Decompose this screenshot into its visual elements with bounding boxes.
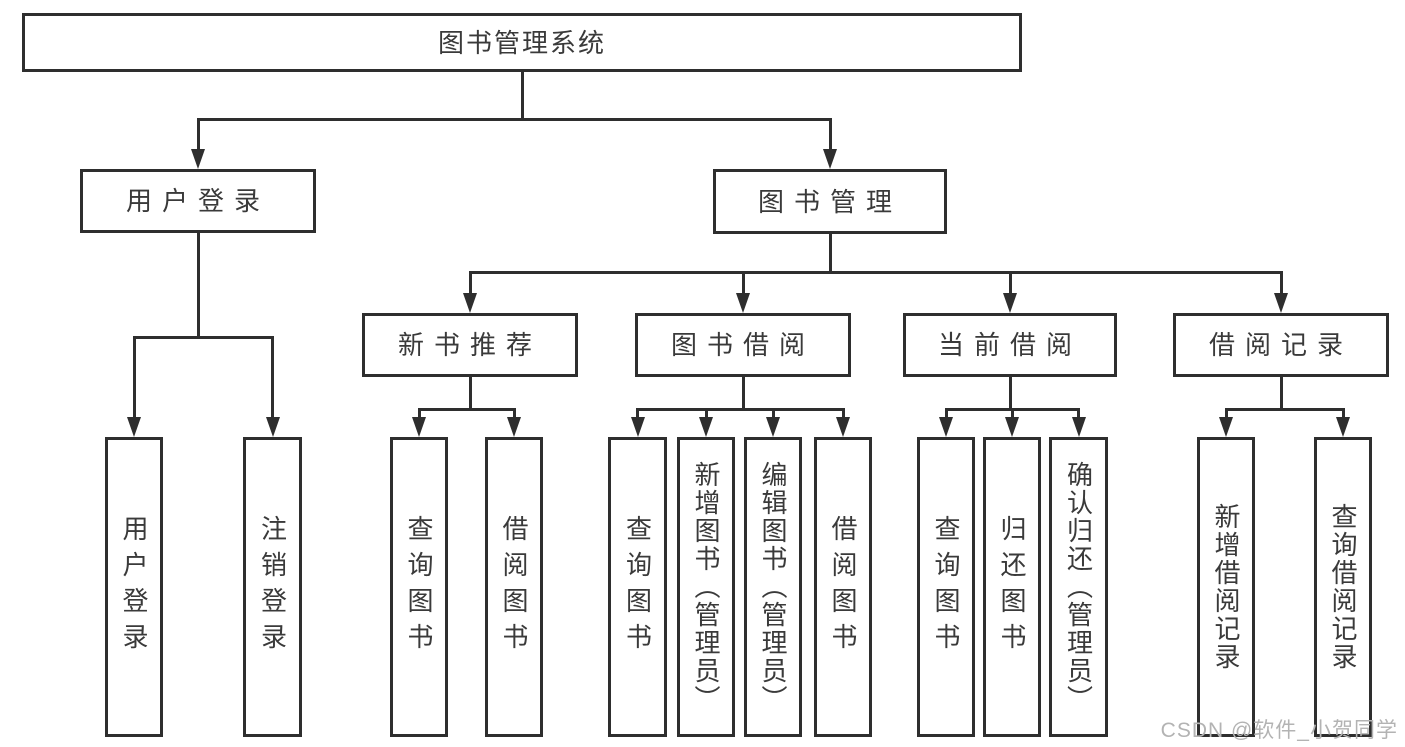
node-label: 查询图书	[622, 515, 653, 659]
connector-line	[741, 377, 745, 411]
node-return-books: 归还图书	[983, 437, 1041, 737]
connector-line	[944, 408, 948, 421]
connector-line	[636, 408, 639, 421]
connector-line	[468, 377, 472, 411]
arrow-down-icon	[823, 149, 837, 169]
node-borrow-books-1: 借阅图书	[485, 437, 543, 737]
arrow-down-icon	[736, 293, 750, 313]
node-label: 用户登录	[119, 515, 149, 659]
node-new-book-rec: 新书推荐	[362, 313, 578, 377]
arrow-down-icon	[1071, 417, 1086, 437]
node-root: 图书管理系统	[22, 13, 1022, 72]
node-label: 借阅图书	[499, 515, 529, 659]
node-edit-books-admin: 编辑图书（管理员）	[744, 437, 802, 737]
connector-line	[1008, 271, 1012, 297]
arrow-down-icon	[1003, 293, 1017, 313]
node-label: 图书借阅	[670, 330, 815, 360]
node-label: 查询图书	[404, 515, 434, 659]
connector-line	[1279, 271, 1283, 297]
arrow-down-icon	[699, 417, 713, 437]
node-label: 查询图书	[931, 515, 961, 659]
node-query-books-2: 查询图书	[608, 437, 667, 737]
connector-line	[196, 118, 832, 121]
arrow-down-icon	[507, 417, 521, 437]
node-label: 新书推荐	[397, 330, 542, 360]
connector-line	[417, 408, 516, 411]
node-label: 注销登录	[257, 515, 288, 659]
connector-line	[271, 336, 274, 421]
connector-line	[468, 271, 1283, 274]
node-book-mgmt: 图书管理	[713, 169, 947, 234]
connector-line	[520, 72, 524, 121]
connector-line	[636, 408, 845, 411]
node-current-borrow: 当前借阅	[903, 313, 1117, 377]
node-query-borrow-record: 查询借阅记录	[1314, 437, 1372, 737]
connector-line	[841, 408, 845, 421]
connector-line	[1341, 408, 1345, 421]
arrow-down-icon	[127, 417, 141, 437]
connector-line	[1279, 377, 1283, 411]
node-label: 用户登录	[125, 186, 270, 216]
node-label: 图书管理	[757, 186, 902, 217]
connector-line	[468, 271, 472, 297]
connector-line	[417, 408, 421, 421]
connector-line	[1224, 408, 1228, 421]
node-label: 新增图书（管理员）	[691, 461, 721, 713]
connector-line	[828, 234, 832, 274]
arrow-down-icon	[939, 417, 953, 437]
arrow-down-icon	[1005, 417, 1019, 437]
arrow-down-icon	[1336, 417, 1350, 437]
node-label: 归还图书	[997, 515, 1027, 659]
arrow-down-icon	[630, 417, 645, 437]
node-label: 借阅记录	[1208, 330, 1353, 360]
node-book-borrow: 图书借阅	[635, 313, 851, 377]
node-add-borrow-record: 新增借阅记录	[1197, 437, 1255, 737]
connector-line	[512, 408, 516, 421]
node-label: 查询借阅记录	[1328, 503, 1358, 671]
connector-line	[1010, 408, 1014, 421]
arrow-down-icon	[412, 417, 426, 437]
connector-line	[828, 118, 832, 153]
node-user-login: 用户登录	[105, 437, 163, 737]
connector-line	[1008, 377, 1012, 411]
connector-line	[741, 271, 745, 297]
arrow-down-icon	[191, 149, 205, 169]
node-query-books-1: 查询图书	[390, 437, 448, 737]
connector-line	[704, 408, 708, 421]
connector-line	[1224, 408, 1345, 411]
connector-line	[1077, 408, 1080, 421]
node-borrow-records: 借阅记录	[1173, 313, 1389, 377]
arrow-down-icon	[836, 417, 850, 437]
node-label: 编辑图书（管理员）	[758, 461, 788, 713]
connector-line	[132, 336, 136, 421]
node-query-books-3: 查询图书	[917, 437, 975, 737]
connector-line	[196, 233, 200, 339]
arrow-down-icon	[1274, 293, 1288, 313]
arrow-down-icon	[1219, 417, 1233, 437]
node-user-login-group: 用户登录	[80, 169, 316, 233]
node-label: 确认归还（管理员）	[1063, 461, 1094, 713]
connector-line	[196, 118, 200, 153]
arrow-down-icon	[766, 417, 780, 437]
connector-line	[132, 336, 274, 339]
node-borrow-books-2: 借阅图书	[814, 437, 872, 737]
arrow-down-icon	[463, 293, 477, 313]
node-label: 新增借阅记录	[1211, 503, 1241, 671]
node-add-books-admin: 新增图书（管理员）	[677, 437, 735, 737]
node-logout: 注销登录	[243, 437, 302, 737]
arrow-down-icon	[265, 417, 280, 437]
node-confirm-return: 确认归还（管理员）	[1049, 437, 1108, 737]
connector-line	[771, 408, 775, 421]
node-label: 借阅图书	[828, 515, 858, 659]
node-label: 图书管理系统	[437, 27, 606, 58]
node-label: 当前借阅	[937, 330, 1082, 360]
